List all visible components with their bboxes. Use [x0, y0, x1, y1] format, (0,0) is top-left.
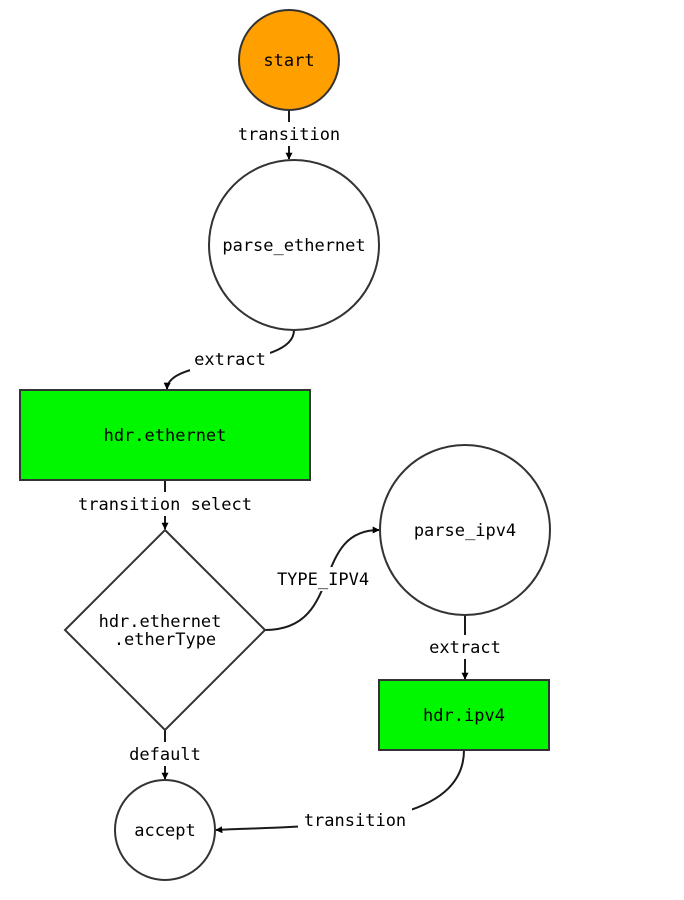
- edge-hdr-ethernet-to-select: transition select: [70, 480, 260, 530]
- parse-ethernet-circle: [208, 159, 380, 331]
- edge-select-to-accept: default: [124, 730, 206, 780]
- node-hdr-ethernet: hdr.ethernet: [19, 389, 311, 481]
- node-label-parse-ipv4: parse_ipv4: [414, 521, 516, 541]
- node-accept: accept: [114, 779, 216, 881]
- node-start: start: [238, 9, 340, 111]
- node-label-start: start: [263, 51, 314, 71]
- node-label-parse-ethernet: parse_ethernet: [222, 236, 365, 256]
- node-label-select-line2: .etherType: [114, 630, 216, 650]
- node-label-hdr-ipv4: hdr.ipv4: [423, 706, 505, 726]
- edge-label-type-ipv4: TYPE_IPV4: [277, 570, 369, 590]
- node-label-hdr-ethernet: hdr.ethernet: [104, 426, 227, 446]
- edge-label-transition-1: transition: [238, 125, 340, 145]
- node-label-accept: accept: [134, 821, 195, 841]
- parse-ipv4-circle: [379, 444, 551, 616]
- edge-label-extract-1: extract: [194, 350, 266, 370]
- accept-circle: [114, 779, 216, 881]
- edge-label-transition-select: transition select: [78, 495, 252, 515]
- edge-label-default: default: [129, 745, 201, 765]
- edge-hdr-ipv4-to-accept: transition: [215, 749, 465, 834]
- node-parse-ethernet: parse_ethernet: [208, 159, 380, 331]
- node-label-select-line1: hdr.ethernet: [99, 612, 222, 632]
- hdr-ipv4-rect: [378, 679, 550, 751]
- select-diamond: [63, 528, 267, 732]
- edge-label-transition-2: transition: [304, 811, 406, 831]
- edge-parse-ipv4-to-hdr-ipv4: extract: [424, 615, 506, 680]
- edge-label-extract-2: extract: [429, 638, 501, 658]
- node-select: hdr.ethernet .etherType: [63, 528, 267, 732]
- start-circle: [238, 9, 340, 111]
- hdr-ethernet-rect: [19, 389, 311, 481]
- node-hdr-ipv4: hdr.ipv4: [378, 679, 550, 751]
- edge-select-to-parse-ipv4: TYPE_IPV4: [264, 526, 380, 631]
- node-parse-ipv4: parse_ipv4: [379, 444, 551, 616]
- edge-start-to-parse-ethernet: transition: [232, 110, 346, 160]
- edge-parse-ethernet-to-hdr-ethernet: extract: [163, 329, 295, 390]
